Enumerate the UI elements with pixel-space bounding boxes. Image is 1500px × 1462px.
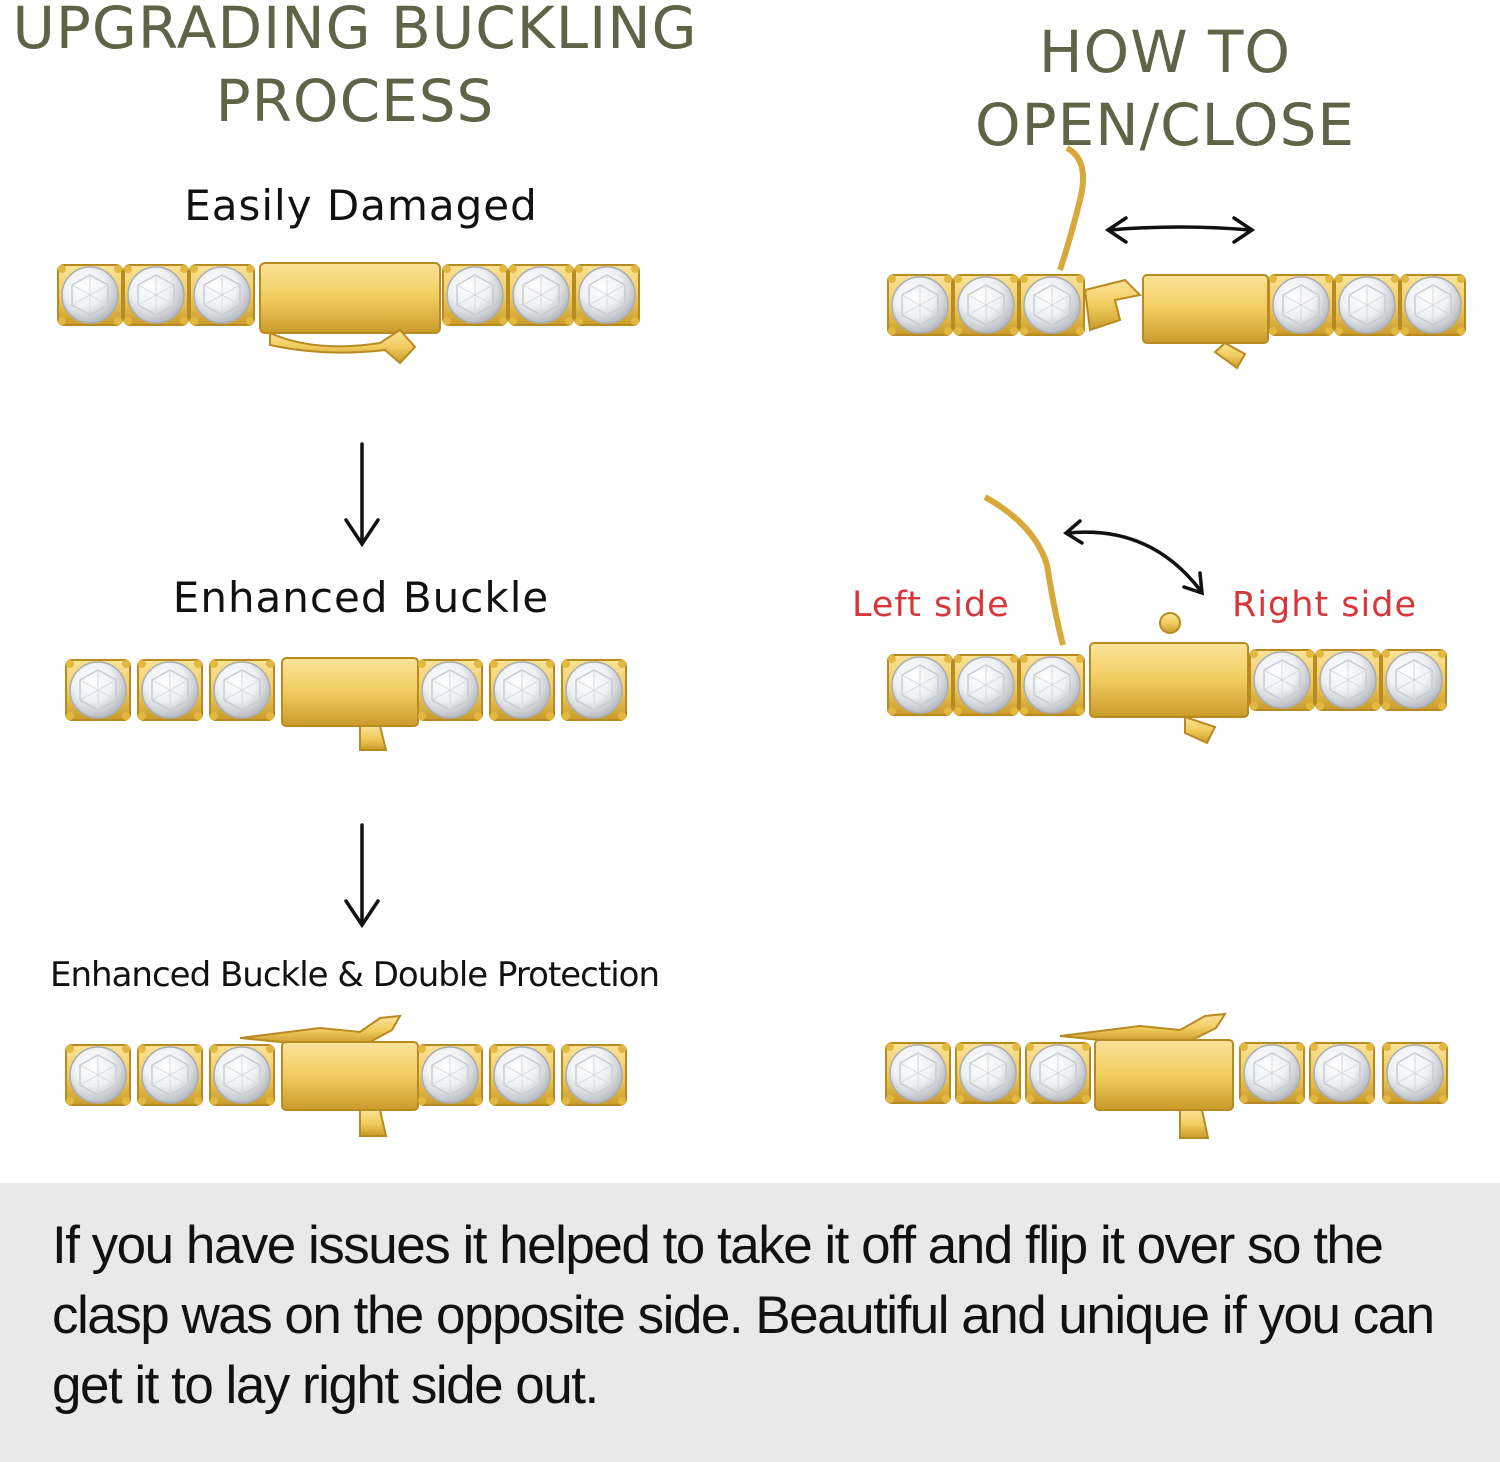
step-label-easily-damaged: Easily Damaged	[184, 181, 538, 230]
left-side-label: Left side	[852, 585, 1010, 625]
down-arrow-icon-2	[344, 823, 380, 929]
double-arrow-horizontal-icon	[1104, 216, 1256, 244]
review-text: If you have issues it helped to take it …	[52, 1216, 1435, 1415]
right-title: HOW TO OPEN/CLOSE	[974, 18, 1356, 159]
step-label-enhanced-buckle: Enhanced Buckle	[172, 573, 550, 622]
bracelet-open-separated-image	[887, 145, 1466, 370]
bracelet-latch-lifted-image	[887, 495, 1447, 745]
bracelet-closed-locked-image	[885, 1012, 1448, 1139]
double-arrow-curved-icon	[1063, 519, 1205, 596]
bracelet-enhanced-buckle-image	[65, 657, 627, 751]
down-arrow-icon	[344, 442, 380, 548]
step-label-double-protection: Enhanced Buckle & Double Protection	[50, 955, 660, 995]
review-footer: If you have issues it helped to take it …	[0, 1183, 1500, 1462]
bracelet-double-protection-image	[65, 1014, 627, 1137]
bracelet-basic-clasp-image	[57, 262, 640, 365]
right-side-label: Right side	[1232, 585, 1417, 625]
left-title-line-2: PROCESS	[215, 66, 495, 135]
left-title: UPGRADING BUCKLING PROCESS	[0, 0, 710, 137]
left-title-line-1: UPGRADING BUCKLING	[12, 0, 698, 62]
